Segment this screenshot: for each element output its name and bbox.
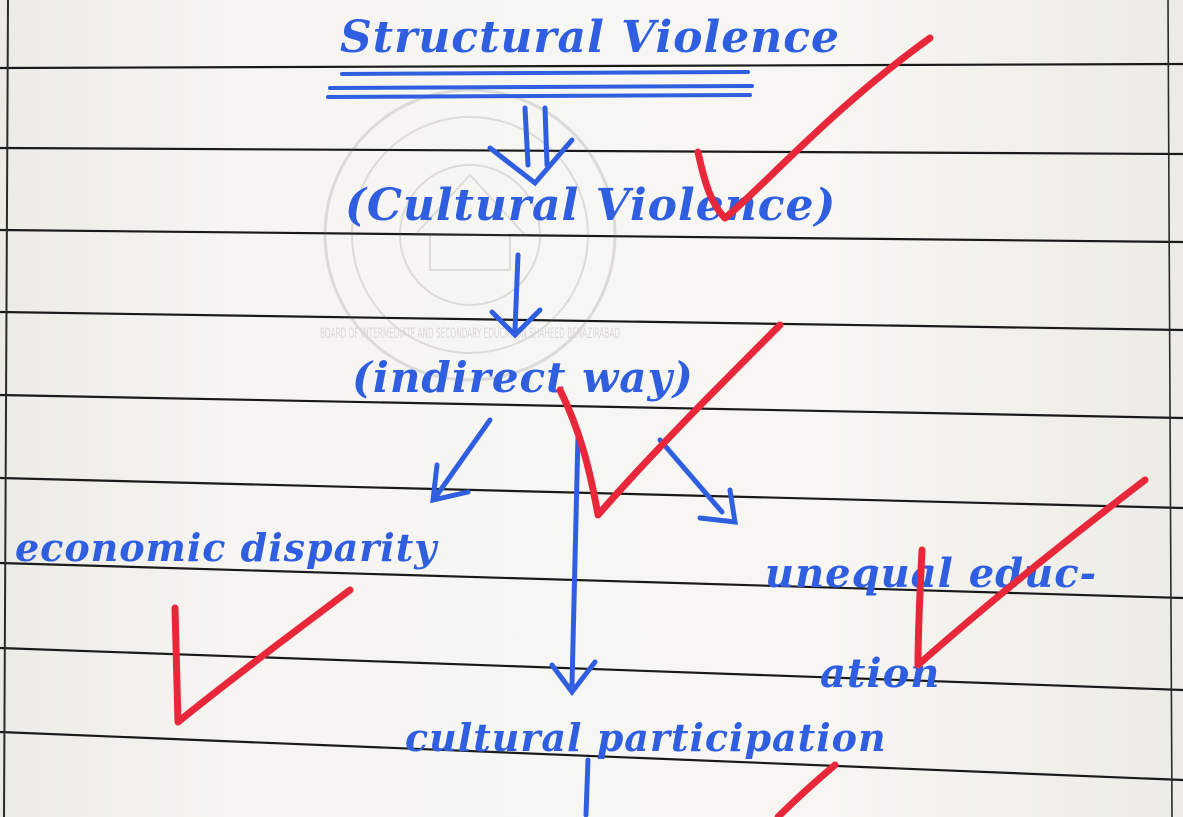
check-mark-icon bbox=[774, 761, 839, 817]
check-mark-icon bbox=[694, 34, 934, 222]
note-cultural-participation: cultural participation bbox=[405, 715, 887, 760]
check-mark-icon bbox=[556, 321, 784, 519]
double-arrow-down bbox=[487, 105, 575, 187]
arrow-to-indirect bbox=[489, 252, 543, 339]
heading-structural-violence: Structural Violence bbox=[340, 12, 841, 63]
check-mark-icon bbox=[171, 586, 354, 726]
check-mark-icon bbox=[914, 476, 1149, 669]
note-indirect-way: (indirect way) bbox=[352, 353, 694, 402]
arrow-to-economic bbox=[430, 417, 493, 504]
note-economic-disparity: economic disparity bbox=[15, 525, 438, 570]
arrow-to-participation bbox=[549, 432, 598, 817]
arrow-to-unequal bbox=[657, 437, 738, 525]
watermark-text: BOARD OF INTERMEDIATE AND SECONDARY EDUC… bbox=[320, 326, 620, 342]
title-underline bbox=[326, 70, 754, 99]
